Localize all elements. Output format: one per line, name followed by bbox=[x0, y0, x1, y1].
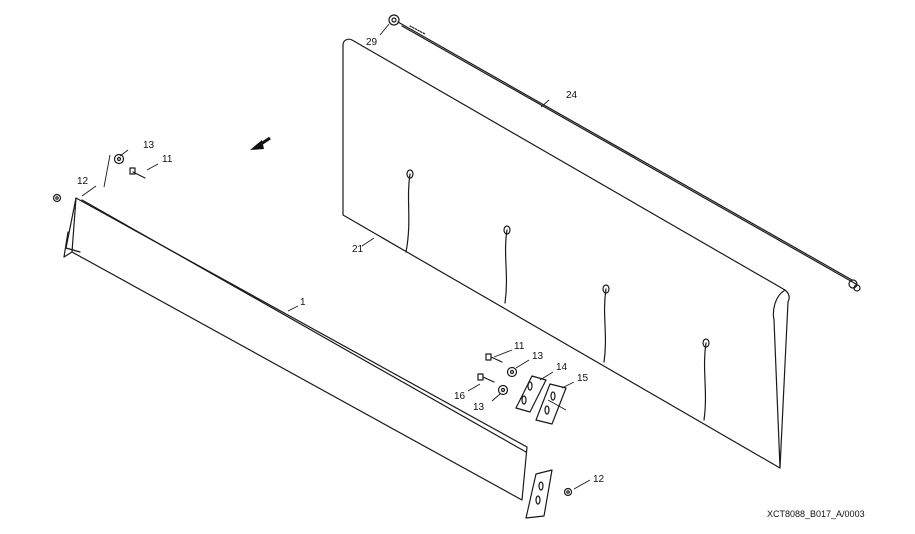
callout-13: 13 bbox=[143, 140, 155, 151]
callout-13: 13 bbox=[473, 402, 485, 413]
callout-12: 12 bbox=[77, 176, 89, 187]
callout-29: 29 bbox=[366, 37, 378, 48]
hardware-right bbox=[477, 353, 573, 497]
callout-24: 24 bbox=[566, 90, 578, 101]
curtain-panel bbox=[342, 38, 790, 469]
callout-12: 12 bbox=[593, 474, 605, 485]
hardware-left bbox=[52, 153, 146, 203]
callout-11: 11 bbox=[514, 341, 525, 352]
callout-14: 14 bbox=[556, 362, 568, 373]
direction-arrow-icon bbox=[250, 136, 271, 150]
front-deflector bbox=[63, 197, 553, 519]
callout-21: 21 bbox=[352, 244, 364, 255]
callout-15: 15 bbox=[577, 373, 589, 384]
callout-labels: 29 24 13 11 12 21 1 11 13 14 15 16 13 12 bbox=[77, 37, 605, 485]
callout-13: 13 bbox=[532, 351, 544, 362]
figure-id: XCT8088_B017_A/0003 bbox=[767, 509, 865, 519]
leader-lines bbox=[81, 23, 591, 490]
callout-16: 16 bbox=[454, 391, 466, 402]
callout-1: 1 bbox=[300, 297, 306, 308]
support-rod bbox=[388, 14, 861, 292]
callout-11: 11 bbox=[162, 154, 173, 165]
